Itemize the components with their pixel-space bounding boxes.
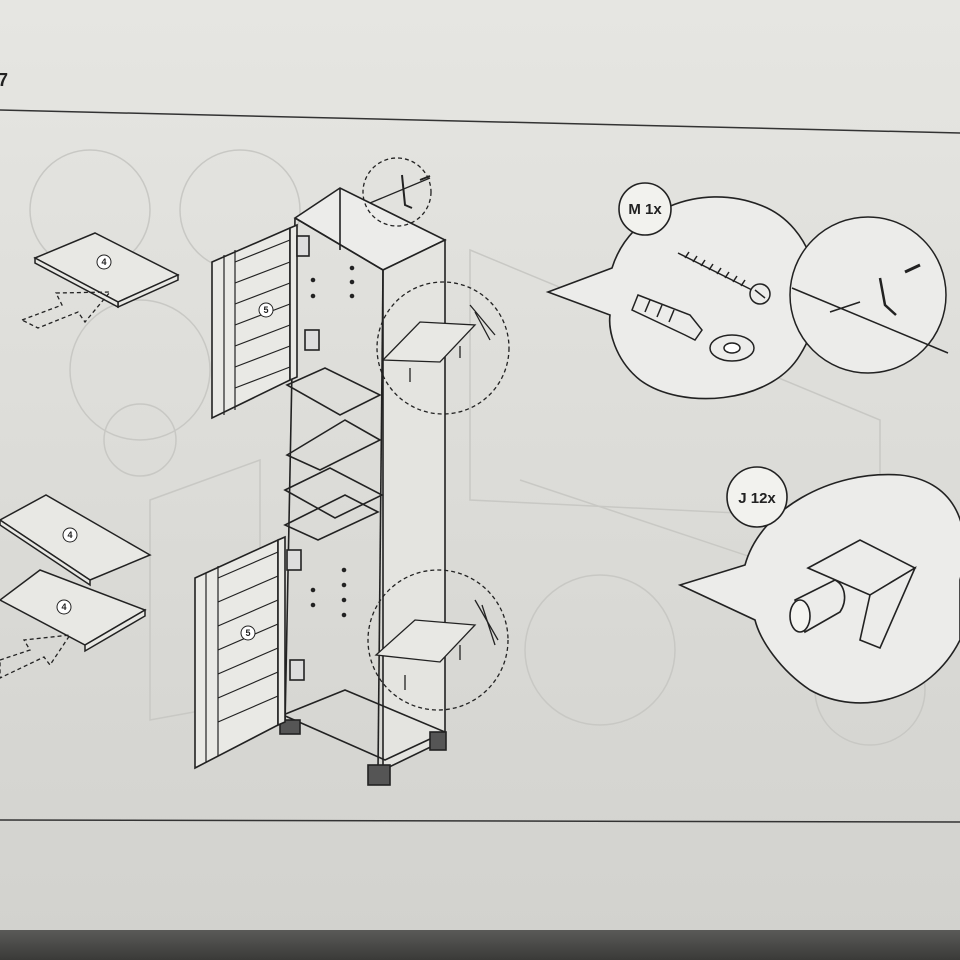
part-label-bottom: 4	[56, 599, 72, 615]
callout-screw-kit	[545, 182, 819, 400]
footer-rule	[0, 819, 960, 823]
callout-screw-label: M 1x	[628, 201, 662, 218]
screw-icon	[677, 251, 771, 305]
part-label-mid: 4	[62, 527, 78, 543]
cabinet-body	[279, 187, 447, 786]
insert-arrow-bottom	[0, 634, 72, 679]
shelf-panel-bottom	[0, 569, 147, 653]
wall-plug-icon	[631, 294, 703, 341]
svg-text:4: 4	[61, 602, 66, 612]
table-surface	[0, 930, 960, 960]
detail-circle-upper-pins	[376, 281, 510, 415]
part-label-door-lower: 5	[240, 625, 256, 641]
part-label-door-upper: 5	[258, 302, 274, 318]
insert-arrow-top	[20, 291, 112, 329]
svg-text:5: 5	[245, 628, 250, 638]
step-number: 7	[0, 70, 9, 90]
svg-text:4: 4	[101, 257, 106, 267]
svg-text:5: 5	[263, 305, 268, 315]
detail-circle-wall-fixing	[789, 216, 949, 374]
part-label-top: 4	[96, 254, 112, 270]
detail-circle-top-screw	[362, 157, 432, 227]
door-upper	[211, 223, 320, 420]
header-rule	[0, 109, 960, 134]
callout-pin-kit	[677, 466, 960, 704]
washer-icon	[709, 334, 755, 362]
door-lower	[194, 535, 305, 770]
detail-circle-lower-pins	[367, 569, 509, 711]
svg-text:4: 4	[67, 530, 72, 540]
callout-pin-label: J 12x	[738, 490, 776, 507]
shelf-pin-icon	[789, 539, 917, 650]
